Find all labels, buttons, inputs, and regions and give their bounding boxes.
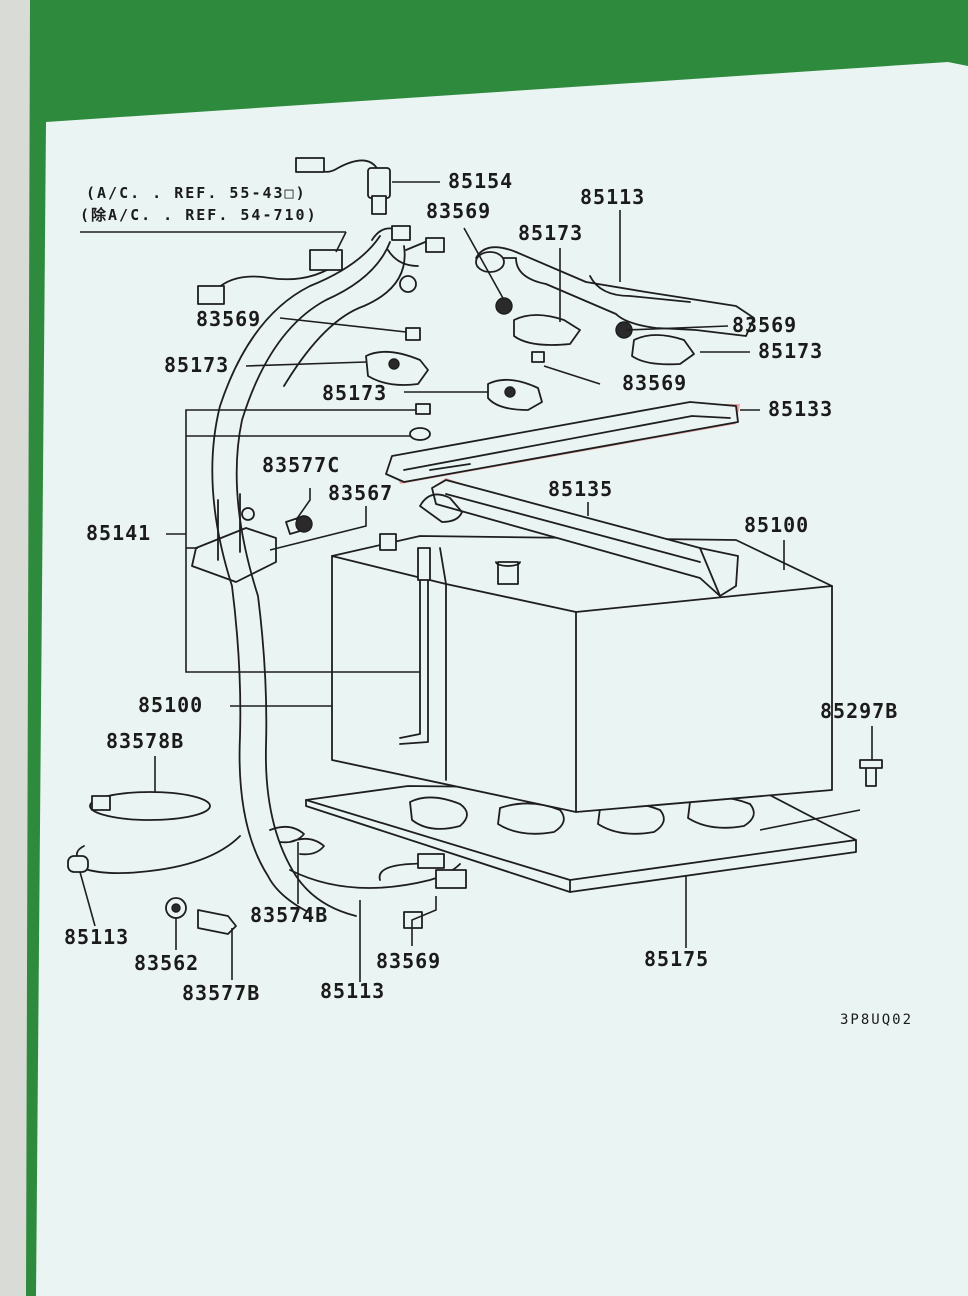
label-83578b: 83578B xyxy=(106,729,184,753)
label-83569-bottom: 83569 xyxy=(376,949,441,973)
label-85175: 85175 xyxy=(644,947,709,971)
label-85173-right: 85173 xyxy=(758,339,823,363)
parts-drawing xyxy=(67,157,883,935)
label-83577b: 83577B xyxy=(182,981,260,1005)
bracket-85133 xyxy=(385,401,739,483)
label-85173-top: 85173 xyxy=(518,221,583,245)
label-85297b: 85297B xyxy=(820,699,898,723)
note-line-non-ac: (除A/C. . REF. 54-710) xyxy=(80,206,318,224)
label-85154: 85154 xyxy=(448,169,513,193)
label-85100-right: 85100 xyxy=(744,513,809,537)
label-85113-top: 85113 xyxy=(580,185,645,209)
battery-body xyxy=(331,533,833,813)
label-85135: 85135 xyxy=(548,477,613,501)
label-83569-mid: 83569 xyxy=(622,371,687,395)
label-83567: 83567 xyxy=(328,481,393,505)
hold-down-rod xyxy=(399,547,431,745)
stacked-papers-left xyxy=(0,0,30,1296)
callout-labels: (A/C. . REF. 55-43□) (除A/C. . REF. 54-71… xyxy=(64,169,913,1028)
cable-harness xyxy=(67,157,467,917)
terminals-nuts xyxy=(165,246,883,935)
label-83574b: 83574B xyxy=(250,903,328,927)
label-83562: 83562 xyxy=(134,951,199,975)
label-85113-left: 85113 xyxy=(64,925,129,949)
figure-code: 3P8UQ02 xyxy=(840,1012,913,1028)
label-83577c: 83577C xyxy=(262,453,340,477)
label-85173-mid: 85173 xyxy=(322,381,387,405)
label-83569-right: 83569 xyxy=(732,313,797,337)
bracket-85135 xyxy=(419,479,739,597)
label-83569-top: 83569 xyxy=(426,199,491,223)
leader-lines xyxy=(79,181,873,982)
label-85141: 85141 xyxy=(86,521,151,545)
label-85113-bottom: 85113 xyxy=(320,979,385,1003)
label-85133: 85133 xyxy=(768,397,833,421)
note-line-ac: (A/C. . REF. 55-43□) xyxy=(86,184,307,202)
label-83569-left: 83569 xyxy=(196,307,261,331)
label-85100-left: 85100 xyxy=(138,693,203,717)
label-85173-left: 85173 xyxy=(164,353,229,377)
